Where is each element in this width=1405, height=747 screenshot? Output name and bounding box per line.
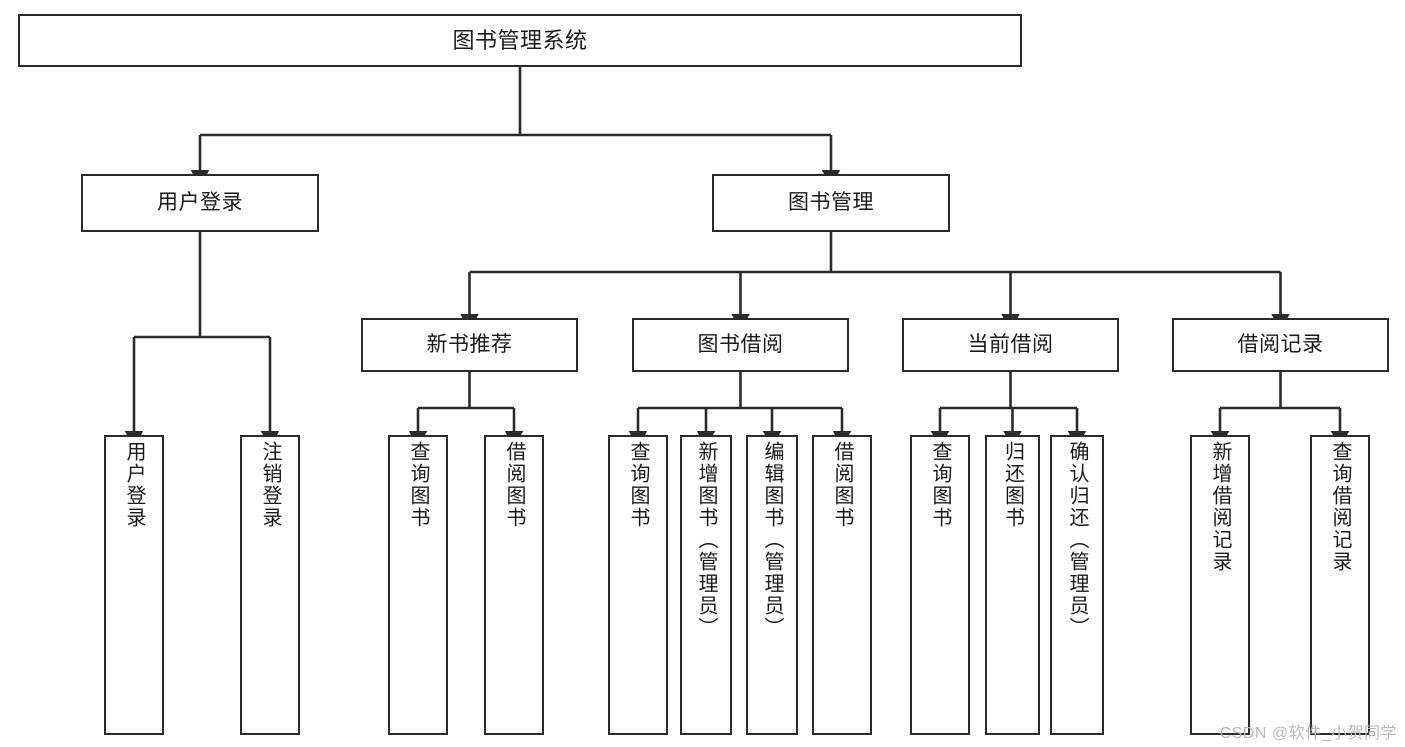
node-leaf-add-record[interactable]: 新增借阅记录	[1190, 435, 1250, 735]
node-bookmgmt[interactable]: 图书管理	[712, 174, 950, 232]
node-leaf-borrow-book-1[interactable]: 借阅图书	[484, 435, 544, 735]
node-label-login: 用户登录	[157, 190, 243, 214]
node-label-leaf-return-book: 归还图书	[1001, 441, 1024, 529]
node-label-leaf-edit-book: 编辑图书（管理员）	[761, 441, 783, 639]
node-label-root: 图书管理系统	[452, 27, 588, 53]
node-label-leaf-user-login: 用户登录	[123, 441, 145, 529]
node-label-leaf-query-book-2: 查询图书	[627, 441, 649, 529]
node-borrow[interactable]: 图书借阅	[632, 318, 849, 372]
node-label-leaf-add-book: 新增图书（管理员）	[695, 441, 717, 639]
node-leaf-user-login[interactable]: 用户登录	[104, 435, 164, 735]
node-label-records: 借阅记录	[1237, 332, 1324, 356]
node-label-borrow: 图书借阅	[697, 332, 784, 356]
node-login[interactable]: 用户登录	[81, 174, 319, 232]
watermark-text: CSDN @软件_小贺同学	[1219, 725, 1397, 742]
node-label-leaf-logout: 注销登录	[259, 441, 281, 529]
node-current[interactable]: 当前借阅	[902, 318, 1119, 372]
node-leaf-query-record[interactable]: 查询借阅记录	[1310, 435, 1370, 735]
node-label-leaf-query-book-1: 查询图书	[407, 441, 429, 529]
node-leaf-confirm-return[interactable]: 确认归还（管理员）	[1050, 435, 1104, 735]
node-label-leaf-query-record: 查询借阅记录	[1329, 441, 1351, 573]
node-newbook[interactable]: 新书推荐	[361, 318, 578, 372]
node-leaf-add-book[interactable]: 新增图书（管理员）	[680, 435, 732, 735]
node-label-leaf-borrow-book-1: 借阅图书	[503, 441, 525, 529]
node-label-leaf-borrow-book-2: 借阅图书	[831, 441, 853, 529]
node-root[interactable]: 图书管理系统	[18, 14, 1022, 67]
node-leaf-logout[interactable]: 注销登录	[240, 435, 300, 735]
node-leaf-query-book-3[interactable]: 查询图书	[910, 435, 970, 735]
node-label-bookmgmt: 图书管理	[788, 190, 874, 214]
node-label-leaf-confirm-return: 确认归还（管理员）	[1066, 441, 1088, 639]
node-leaf-borrow-book-2[interactable]: 借阅图书	[812, 435, 872, 735]
node-leaf-query-book-2[interactable]: 查询图书	[608, 435, 668, 735]
node-label-current: 当前借阅	[967, 332, 1054, 356]
node-label-newbook: 新书推荐	[426, 332, 513, 356]
node-label-leaf-query-book-3: 查询图书	[929, 441, 951, 529]
node-leaf-query-book-1[interactable]: 查询图书	[388, 435, 448, 735]
node-label-leaf-add-record: 新增借阅记录	[1209, 441, 1231, 573]
node-records[interactable]: 借阅记录	[1172, 318, 1389, 372]
node-leaf-return-book[interactable]: 归还图书	[985, 435, 1040, 735]
node-leaf-edit-book[interactable]: 编辑图书（管理员）	[746, 435, 798, 735]
